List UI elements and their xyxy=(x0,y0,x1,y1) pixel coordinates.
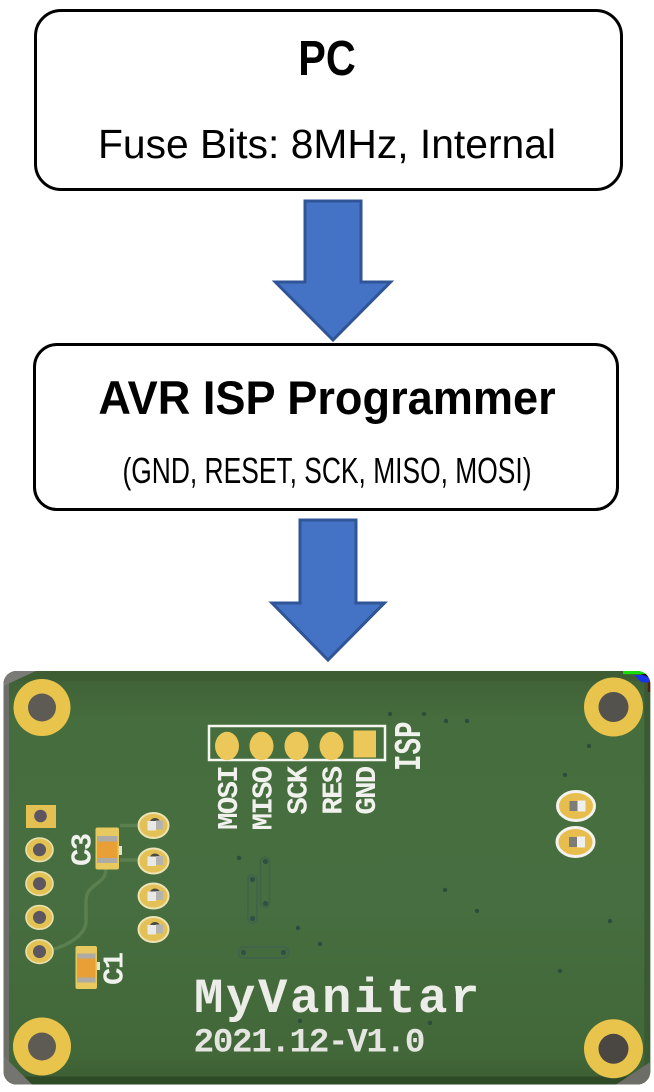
svg-text:ISP: ISP xyxy=(388,722,432,771)
svg-text:MyVanitar: MyVanitar xyxy=(194,971,482,1027)
svg-text:GND: GND xyxy=(351,766,384,814)
svg-text:MOSI: MOSI xyxy=(213,767,246,830)
svg-text:C3: C3 xyxy=(67,834,100,866)
svg-text:SCK: SCK xyxy=(283,765,316,814)
svg-text:RES: RES xyxy=(318,766,351,814)
svg-text:MISO: MISO xyxy=(248,766,281,830)
svg-text:C1: C1 xyxy=(99,952,132,985)
svg-text:2021.12-V1.0: 2021.12-V1.0 xyxy=(194,1024,424,1063)
